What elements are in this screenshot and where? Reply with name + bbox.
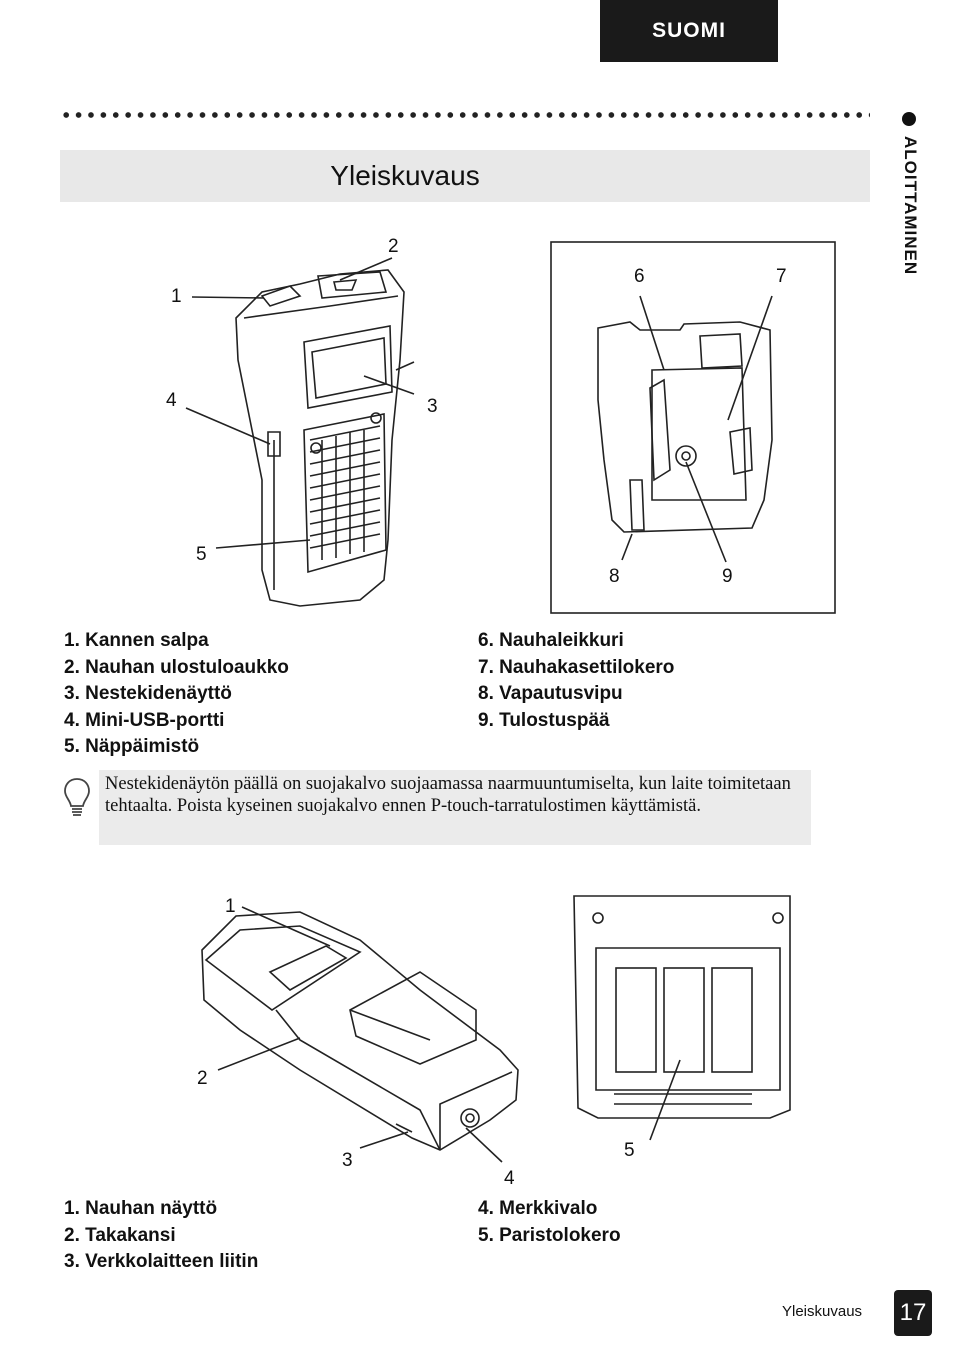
callout-4: 4 (504, 1168, 515, 1189)
list-item: 8. Vapautusvipu (478, 683, 623, 704)
callout-8: 8 (609, 566, 620, 587)
callout-1: 1 (225, 896, 236, 917)
callout-9: 9 (722, 566, 733, 587)
list-item: 1. Nauhan näyttö (64, 1198, 218, 1219)
callout-3: 3 (342, 1150, 353, 1171)
callout-2: 2 (197, 1068, 208, 1089)
list-item: 4. Merkkivalo (478, 1198, 598, 1219)
callout-3: 3 (427, 396, 438, 417)
list-item: 5. Näppäimistö (64, 736, 200, 757)
callout-7: 7 (776, 266, 787, 287)
list-item: 1. Kannen salpa (64, 630, 209, 651)
side-section-tab: ALOITTAMINEN (901, 136, 920, 276)
parts-list-1-left: 1. Kannen salpa 2. Nauhan ulostuloaukko … (64, 628, 289, 761)
parts-list-2-left: 1. Nauhan näyttö 2. Takakansi 3. Verkkol… (64, 1196, 258, 1276)
list-item: 4. Mini-USB-portti (64, 709, 225, 731)
list-item: 2. Takakansi (64, 1224, 176, 1246)
bullet-icon (902, 112, 916, 126)
callout-6: 6 (634, 266, 645, 287)
section-title: Yleiskuvaus (330, 160, 480, 191)
note-box: Nestekidenäytön päällä on suojakalvo suo… (99, 770, 811, 845)
note-text: Nestekidenäytön päällä on suojakalvo suo… (105, 774, 791, 816)
list-item: 2. Nauhan ulostuloaukko (64, 656, 289, 678)
parts-list-1-right: 6. Nauhaleikkuri 7. Nauhakasettilokero 8… (478, 628, 674, 734)
list-item: 3. Verkkolaitteen liitin (64, 1251, 259, 1272)
list-item: 3. Nestekidenäyttö (64, 683, 232, 704)
parts-list-2-right: 4. Merkkivalo 5. Paristolokero (478, 1196, 621, 1249)
list-item: 7. Nauhakasettilokero (478, 656, 675, 678)
callout-5: 5 (624, 1140, 635, 1161)
callout-1: 1 (171, 286, 182, 307)
list-item: 5. Paristolokero (478, 1224, 621, 1246)
callout-4: 4 (166, 390, 177, 411)
page-number: 17 (894, 1290, 932, 1336)
lightbulb-icon (64, 778, 90, 816)
language-tab[interactable]: SUOMI (600, 0, 778, 62)
list-item: 9. Tulostuspää (478, 709, 610, 731)
callout-2: 2 (388, 236, 399, 257)
list-item: 6. Nauhaleikkuri (478, 630, 624, 651)
section-title-bar: Yleiskuvaus (60, 150, 870, 202)
footer-section-name: Yleiskuvaus (782, 1303, 863, 1320)
callout-5: 5 (196, 544, 207, 565)
dotted-divider (60, 111, 870, 119)
